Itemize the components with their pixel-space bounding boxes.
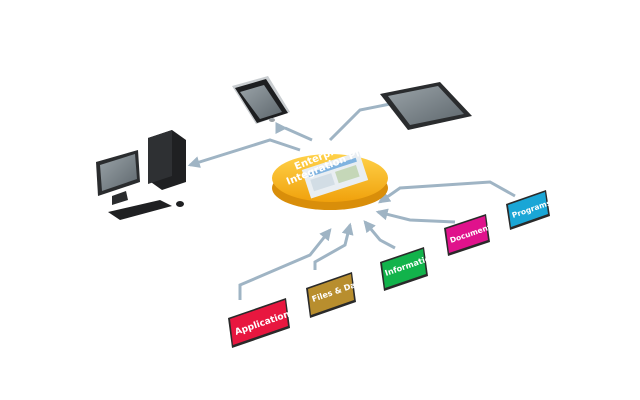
connector-hub-to-phone bbox=[282, 126, 313, 142]
connector-programs-to-hub bbox=[378, 180, 516, 204]
files-data-card-face bbox=[308, 274, 354, 315]
connector-files-to-hub bbox=[313, 222, 354, 270]
programs-card-face bbox=[508, 192, 548, 227]
desktop-computer-icon bbox=[96, 130, 186, 220]
source-card-applications: Applications bbox=[228, 298, 296, 348]
source-card-files-data: Files & Data bbox=[306, 272, 366, 318]
tablet-icon bbox=[380, 82, 472, 130]
connector-documents-to-hub bbox=[375, 208, 456, 224]
information-card-face bbox=[382, 249, 426, 288]
connector-hub-to-desktop bbox=[187, 138, 301, 168]
source-card-documents: Documents bbox=[444, 214, 497, 256]
documents-card-face bbox=[446, 216, 488, 253]
source-card-information: Information bbox=[380, 247, 437, 291]
connector-applications-to-hub bbox=[238, 228, 332, 300]
smartphone-icon bbox=[232, 76, 290, 124]
source-card-programs: Programs bbox=[506, 190, 553, 230]
connector-lines bbox=[187, 97, 516, 300]
connector-information-to-hub bbox=[363, 220, 396, 250]
connector-hub-to-tablet bbox=[328, 97, 403, 142]
applications-card-face bbox=[230, 300, 288, 345]
